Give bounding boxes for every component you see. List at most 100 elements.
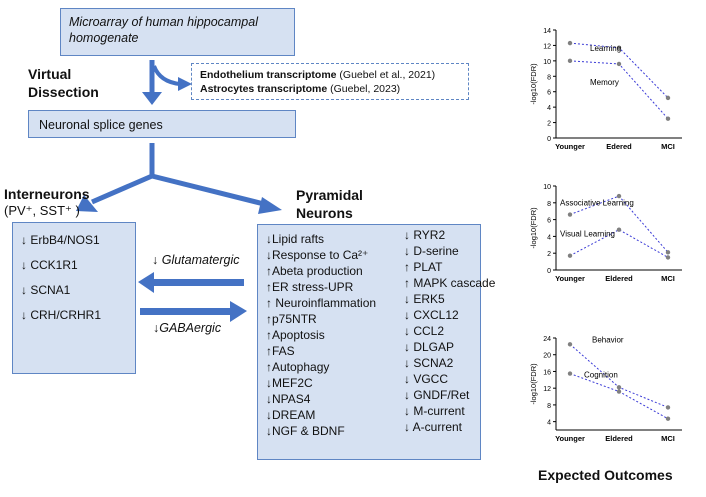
data-point [665,416,671,421]
x-tick-label: Eldered [605,274,633,283]
pyramidal-box: ↓Lipid rafts ↓Response to Ca²⁺ ↑Abeta pr… [257,224,495,460]
pyramidal-item: ↓ ERK5 [404,292,445,306]
reference-2: Astrocytes transcriptome (Guebel, 2023) [200,82,460,96]
series-label: Memory [590,78,619,87]
branch-right-head [258,197,282,214]
reference-2-rest: (Guebel, 2023) [327,83,401,95]
y-tick-label: 6 [547,218,551,225]
curved-arrow [152,65,181,86]
y-tick-label: 20 [543,353,551,360]
y-tick-label: 4 [547,234,551,241]
interneuron-item: ↓ ErbB4/NOS1 [21,233,100,247]
pyramidal-item: ↓ RYR2 [404,228,446,242]
data-point [665,255,671,260]
data-point [567,58,573,64]
microarray-box: Microarray of human hippocampal homogena… [60,8,295,56]
y-tick-label: 14 [543,28,551,35]
y-tick-label: 24 [543,336,551,343]
reference-1-bold: Endothelium transcriptome [200,69,337,81]
series-label: Visual Learning [560,230,615,239]
y-tick-label: 2 [547,251,551,258]
pyramidal-item: ↓ SCNA2 [404,356,454,370]
x-tick-label: Younger [555,142,585,151]
y-tick-label: 4 [547,105,551,112]
interneuron-item: ↓ CCK1R1 [21,258,78,272]
branch-left [91,173,153,205]
y-tick-label: 8 [547,403,551,410]
y-tick-label: 16 [543,369,551,376]
glutamatergic-text: ↓ Glutamatergic [152,253,240,267]
data-point [665,405,671,410]
pyramidal-item: ↓NGF & BDNF [266,424,345,438]
expected-outcomes-label: Expected Outcomes [538,467,673,483]
pyramidal-item: ↑ MAPK cascade [404,276,496,290]
pyramidal-title: Pyramidal Neurons [296,187,363,221]
pyramidal-item: ↑ PLAT [404,260,443,274]
gabaergic-text: ↓GABAergic [153,321,222,335]
pyramidal-item: ↓ A-current [404,420,463,434]
y-tick-label: 4 [547,420,551,427]
references-box: Endothelium transcriptome (Guebel et al.… [191,63,469,100]
reference-2-bold: Astrocytes transcriptome [200,83,328,95]
branch-left-head [76,195,98,212]
data-point [665,116,671,121]
data-point [616,61,622,67]
y-axis-label: -log10(FDR) [529,63,538,105]
x-tick-label: Eldered [605,434,633,443]
data-point [616,227,622,232]
interneurons-subtitle: (PV⁺, SST⁺ ) [4,203,80,218]
data-point [567,342,573,347]
x-tick-label: MCI [661,142,675,151]
y-axis-label: -log10(FDR) [529,207,538,249]
data-point [616,193,622,199]
interneuron-item: ↓ SCNA1 [21,283,71,297]
y-tick-label: 6 [547,90,551,97]
pyramidal-item: ↓NPAS4 [266,392,311,406]
series-line [569,229,669,258]
glu-arrow-head [138,272,154,293]
pyramidal-item: ↑FAS [266,344,295,358]
virtual-line1: Virtual [28,66,72,82]
pyramidal-item: ↓Lipid rafts [266,232,325,246]
pyramidal-item: ↓ DLGAP [404,340,455,354]
pyramidal-item: ↓DREAM [266,408,316,422]
x-tick-label: Edered [606,142,632,151]
curved-arrow-head [178,77,192,91]
series-label: Cognition [584,371,618,380]
y-tick-label: 8 [547,74,551,81]
data-point [616,389,622,394]
x-tick-label: MCI [661,434,675,443]
glu-arrow-body [152,279,244,286]
microarray-line2: homogenate [69,31,139,45]
x-tick-label: MCI [661,274,675,283]
gaba-arrow-head [230,301,247,322]
series-label: Learning [590,44,621,53]
pyramidal-item: ↓MEF2C [266,376,313,390]
data-point [567,371,573,376]
x-tick-label: Younger [555,434,585,443]
y-tick-label: 10 [543,184,551,191]
x-tick-label: Younger [555,274,585,283]
pyramidal-item: ↓Response to Ca²⁺ [266,248,369,262]
pyramidal-item: ↓ GNDF/Ret [404,388,470,402]
pyramidal-item: ↑Apoptosis [266,328,325,342]
pyramidal-col1: ↓Lipid rafts ↓Response to Ca²⁺ ↑Abeta pr… [266,231,376,439]
neuronal-splice-box: Neuronal splice genes [28,110,296,138]
data-point [616,385,622,390]
data-point [616,45,622,50]
interneurons-title: Interneurons [4,186,90,202]
series-label: Behavior [592,335,624,344]
glutamatergic-label: ↓ Glutamatergic [152,253,240,267]
virtual-dissection-label: Virtual Dissection [28,65,99,101]
pyramidal-item: ↓ VGCC [404,372,449,386]
y-tick-label: 12 [543,43,551,50]
y-tick-label: 0 [547,268,551,275]
pyramidal-item: ↑Autophagy [266,360,330,374]
reference-1: Endothelium transcriptome (Guebel et al.… [200,68,460,82]
data-point [567,253,573,258]
pyramidal-item: ↓ D-serine [404,244,459,258]
